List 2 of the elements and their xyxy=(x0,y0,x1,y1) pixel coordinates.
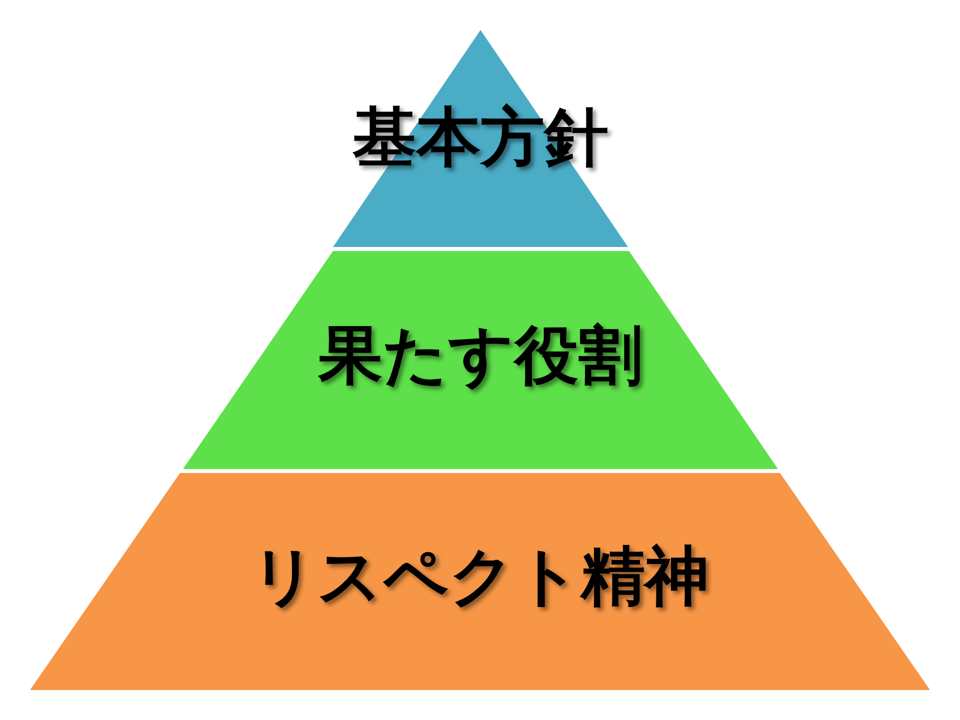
tier-label: 果たす役割 xyxy=(318,320,642,392)
tier-label: リスペクト精神 xyxy=(251,542,709,613)
